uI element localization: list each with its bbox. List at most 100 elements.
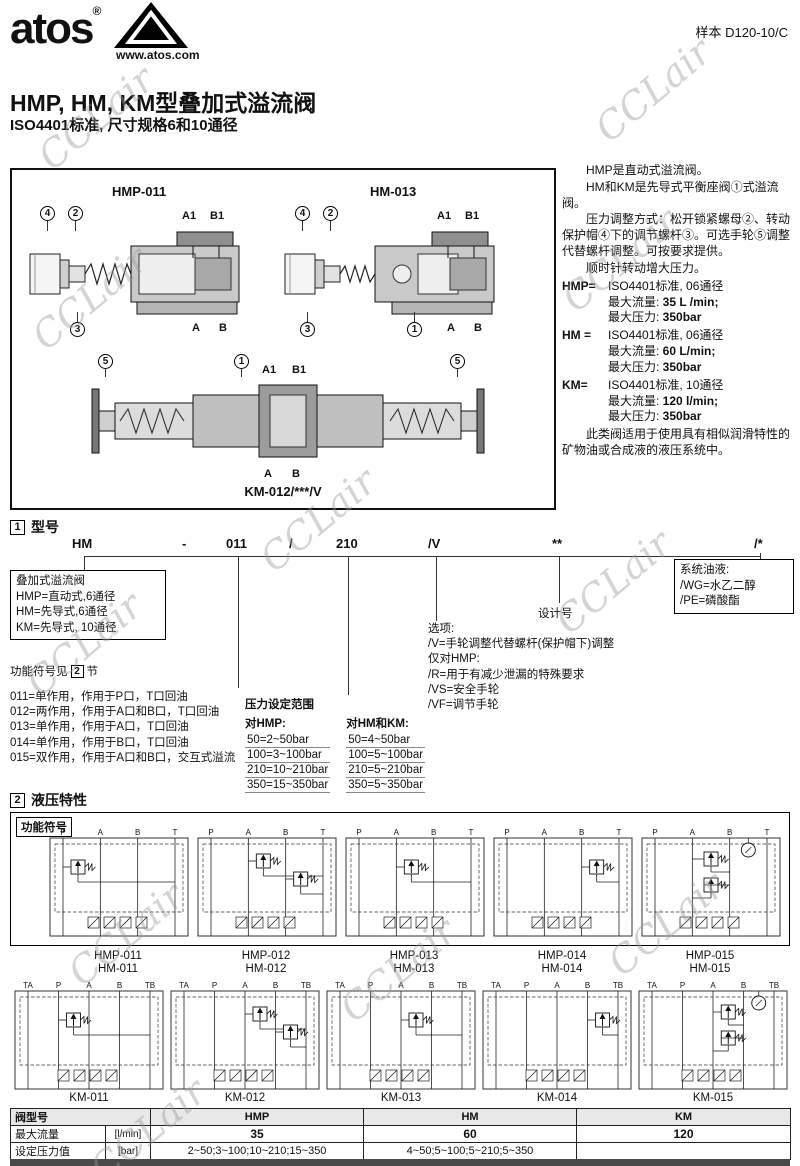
svg-text:P: P xyxy=(208,828,213,837)
spec-max-pressure: 最大压力: 350bar xyxy=(608,409,702,424)
pressure-hmp-row: 210=10~210bar xyxy=(245,764,331,778)
svg-text:A: A xyxy=(398,981,404,990)
spec-standard: ISO4401标准, 06通径 xyxy=(608,278,724,293)
intro-p3: 压力调整方式：松开锁紧螺母②、转动保护帽④下的调节螺杆③。可选手轮⑤调整代替螺杆… xyxy=(562,212,791,259)
func-note-pre: 功能符号见 xyxy=(10,666,68,678)
symbol-label-km: KM-011 xyxy=(69,1092,109,1104)
spec-lines: ISO4401标准, 10通径最大流量: 120 l/min;最大压力: 350… xyxy=(608,378,794,425)
intro-p1: HMP是直动式溢流阀。 xyxy=(586,163,709,177)
svg-text:B: B xyxy=(741,981,746,990)
valve-spec-row: HMP=ISO4401标准, 06通径最大流量: 35 L /min;最大压力:… xyxy=(562,279,794,326)
callout-leader-line xyxy=(307,312,308,322)
table-cell: 设定压力值 xyxy=(10,1142,106,1160)
table-cell: 60 xyxy=(363,1125,577,1143)
system-fluid-box: 系统油液:/WG=水乙二醇/PE=磷酸酯 xyxy=(674,559,794,614)
callout-5: 5 xyxy=(98,354,113,369)
callout-1: 1 xyxy=(234,354,249,369)
spec-max-flow: 最大流量: 120 l/min; xyxy=(608,393,719,408)
symbol-label-top: HMP-015 xyxy=(685,950,735,962)
svg-text:A: A xyxy=(542,828,548,837)
port-label-b1: B1 xyxy=(465,210,480,222)
port-label-b1: B1 xyxy=(292,364,307,376)
pressure-hm-km-row: 50=4~50bar xyxy=(346,733,426,748)
svg-text:A: A xyxy=(554,981,560,990)
model-code-part-3: 011 xyxy=(226,536,247,551)
pressure-hm-km-row: 100=5~100bar xyxy=(346,749,426,763)
svg-text:TB: TB xyxy=(769,981,779,990)
valve-type-line: KM=先导式, 10通径 xyxy=(16,621,117,634)
valve-spec-row: HM =ISO4401标准, 06通径最大流量: 60 L/min;最大压力: … xyxy=(562,328,794,375)
pressure-hmp-title: 对HMP: xyxy=(245,718,286,730)
pressure-hm-km-row: 210=5~210bar xyxy=(346,764,426,778)
valve-type-line: HM=先导式,6通径 xyxy=(16,606,108,619)
symbol-label-bottom: HM-014 xyxy=(541,963,583,976)
fluid-option-line: /PE=磷酸酯 xyxy=(680,595,740,608)
svg-text:TA: TA xyxy=(491,981,501,990)
intro-p5: 此类阀适用于使用具有相似润滑特性的矿物油或合成液的液压系统中。 xyxy=(562,427,791,458)
model-code-part-8: /* xyxy=(754,536,763,551)
table-cell: 最大流量 xyxy=(10,1125,106,1143)
port-label-b1: B1 xyxy=(210,210,225,222)
callout-leader-line xyxy=(77,312,78,322)
svg-text:A: A xyxy=(690,828,696,837)
callout-4: 4 xyxy=(40,206,55,221)
page-title: HMP, HM, KM型叠加式溢流阀 xyxy=(10,90,317,116)
design-number-label: 设计号 xyxy=(538,608,573,620)
figure-label-hm013: HM-013 xyxy=(370,184,417,199)
website-link[interactable]: www.atos.com xyxy=(116,48,200,62)
symbol-label-bottom: HM-011 xyxy=(97,963,139,976)
pressure-hmp-row: 100=3~100bar xyxy=(245,748,331,763)
symbol-label-km: KM-015 xyxy=(692,1092,734,1104)
svg-text:TA: TA xyxy=(335,981,345,990)
table-bottom-strip xyxy=(10,1159,790,1166)
function-symbols-label: 功能符号 xyxy=(16,817,72,837)
spec-standard: ISO4401标准, 06通径 xyxy=(608,328,724,343)
code-drop-6 xyxy=(760,553,761,559)
code-drop-2 xyxy=(238,556,239,688)
km-012-assembly-drawing xyxy=(91,384,485,458)
doc-code: 样本 D120-10/C xyxy=(695,25,788,40)
option-item: /VS=安全手轮 xyxy=(428,683,500,696)
svg-text:B: B xyxy=(429,981,434,990)
option-item: /V=手轮调整代替螺杆(保护帽下)调整 xyxy=(428,638,615,651)
pressure-hm-km-title: 对HM和KM: xyxy=(346,718,409,730)
callout-leader-line xyxy=(241,369,242,377)
svg-text:T: T xyxy=(617,828,622,837)
callout-5: 5 xyxy=(450,354,465,369)
svg-text:TA: TA xyxy=(179,981,189,990)
svg-text:B: B xyxy=(283,828,288,837)
figure-label-hmp011: HMP-011 xyxy=(112,184,167,199)
svg-text:B: B xyxy=(135,828,140,837)
model-code-part-6: /V xyxy=(428,536,441,551)
callout-leader-line xyxy=(414,312,415,322)
model-code-part-5: 210 xyxy=(336,536,358,551)
svg-text:T: T xyxy=(321,828,326,837)
svg-text:A: A xyxy=(86,981,92,990)
table-header-cell: HM xyxy=(363,1108,577,1126)
model-code-part-4: / xyxy=(289,536,293,551)
svg-text:B: B xyxy=(579,828,584,837)
port-label-a: A xyxy=(264,468,272,480)
svg-text:A: A xyxy=(98,828,104,837)
port-label-a: A xyxy=(447,322,455,334)
svg-text:B: B xyxy=(117,981,122,990)
pressure-hmp-row: 50=2~50bar xyxy=(245,733,331,748)
section1-header: 1 型号 xyxy=(10,517,59,537)
valve-spec-list: HMP=ISO4401标准, 06通径最大流量: 35 L /min;最大压力:… xyxy=(562,279,794,425)
svg-text:P: P xyxy=(356,828,361,837)
svg-text:TB: TB xyxy=(145,981,155,990)
table-cell: 120 xyxy=(576,1125,791,1143)
svg-text:TB: TB xyxy=(613,981,623,990)
model-function-item: 013=单作用，作用于A口，T口回油 xyxy=(10,721,189,734)
